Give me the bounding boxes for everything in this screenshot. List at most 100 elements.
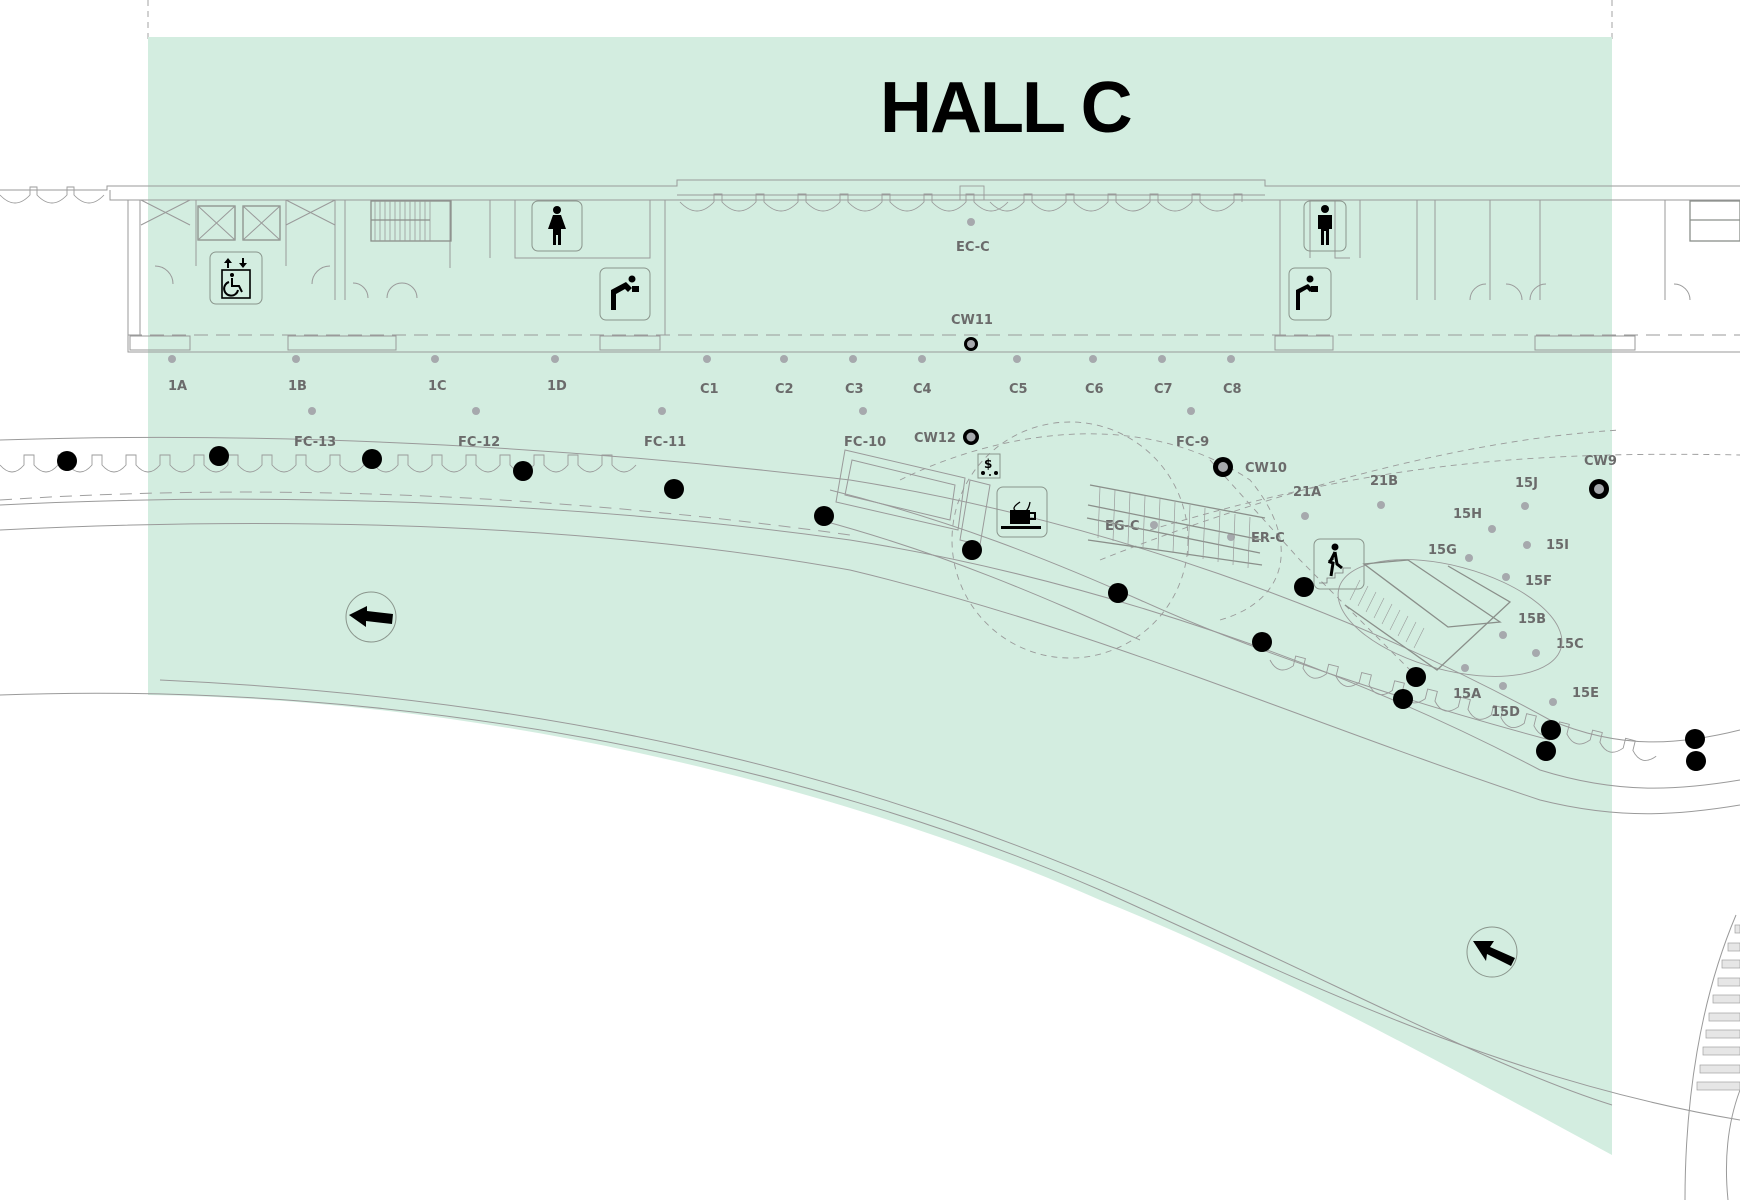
currency-exchange-icon: $	[981, 457, 998, 476]
route-line-4	[1209, 459, 1421, 681]
gate-C8[interactable]: C8	[1223, 355, 1242, 397]
stairs-icon	[1319, 543, 1351, 584]
svg-text:FC-10: FC-10	[844, 435, 886, 450]
svg-text:1D: 1D	[547, 379, 567, 394]
hall-title: HALL C	[880, 68, 1132, 148]
svg-text:C8: C8	[1223, 382, 1242, 397]
gate-1D[interactable]: 1D	[547, 355, 567, 394]
women-restroom-sign[interactable]	[531, 200, 583, 252]
gate-C7[interactable]: C7	[1154, 355, 1173, 397]
svg-text:C2: C2	[775, 382, 794, 397]
svg-text:15C: 15C	[1556, 637, 1584, 652]
crosswalk-CW9[interactable]: CW9	[1584, 454, 1617, 499]
gate-15A[interactable]: 15A	[1453, 664, 1481, 702]
drinking-fountain-sign-right[interactable]	[1288, 267, 1332, 321]
column	[362, 449, 382, 469]
gate-15I[interactable]: 15I	[1523, 538, 1569, 553]
gate-C1[interactable]: C1	[700, 355, 719, 397]
gate-C2[interactable]: C2	[775, 355, 794, 397]
svg-text:C4: C4	[913, 382, 932, 397]
column	[1541, 720, 1561, 740]
gate-FC-13[interactable]: FC-13	[294, 407, 336, 450]
svg-text:CW11: CW11	[951, 313, 993, 328]
svg-text:15E: 15E	[1572, 686, 1599, 701]
crosswalk-CW12[interactable]: CW12	[914, 429, 979, 446]
accessible-elevator-icon	[221, 258, 251, 299]
svg-text:C3: C3	[845, 382, 864, 397]
svg-text:C5: C5	[1009, 382, 1028, 397]
svg-text:FC-13: FC-13	[294, 435, 336, 450]
drinking-fountain-icon	[1296, 275, 1318, 310]
column	[664, 479, 684, 499]
gate-EC-C[interactable]: EC-C	[956, 218, 990, 255]
currency-exchange-sign[interactable]: $	[977, 453, 1001, 479]
svg-text:15I: 15I	[1546, 538, 1569, 553]
gate-1C[interactable]: 1C	[428, 355, 447, 394]
gate-door-row-top	[0, 185, 1243, 212]
coffee-cup-icon	[1001, 501, 1041, 529]
svg-text:15B: 15B	[1518, 612, 1546, 627]
svg-text:ER-C: ER-C	[1251, 531, 1285, 546]
hall-c-zone	[148, 37, 1612, 1155]
gate-1B[interactable]: 1B	[288, 355, 307, 394]
gate-C3[interactable]: C3	[845, 355, 864, 397]
elevator-sign[interactable]	[209, 251, 263, 305]
svg-text:CW12: CW12	[914, 431, 956, 446]
svg-text:15J: 15J	[1515, 476, 1538, 491]
gate-15C[interactable]: 15C	[1532, 637, 1584, 657]
gate-C6[interactable]: C6	[1085, 355, 1104, 397]
svg-text:C6: C6	[1085, 382, 1104, 397]
upper-building	[0, 179, 1740, 353]
svg-text:FC-11: FC-11	[644, 435, 686, 450]
svg-text:15G: 15G	[1428, 543, 1457, 558]
svg-text:CW9: CW9	[1584, 454, 1617, 469]
gate-15D[interactable]: 15D	[1491, 682, 1520, 720]
crosswalk-CW11[interactable]: CW11	[951, 313, 993, 351]
gate-FC-9[interactable]: FC-9	[1176, 407, 1209, 450]
gate-15J[interactable]: 15J	[1515, 476, 1538, 510]
lower-gates: FC-13 FC-12 FC-11 FC-10 FC-9 EG-C ER-C 2…	[294, 407, 1599, 720]
center-shop-block	[835, 421, 1189, 659]
route-line-3	[1099, 429, 1621, 561]
crosswalk-CW10[interactable]: CW10	[1213, 457, 1287, 477]
svg-text:C7: C7	[1154, 382, 1173, 397]
curved-concourse	[0, 436, 1740, 1121]
gate-ER-C[interactable]: ER-C	[1227, 531, 1285, 546]
gate-21B[interactable]: 21B	[1370, 474, 1398, 509]
direction-arrow-northwest	[1466, 926, 1518, 978]
drinking-fountain-sign-left[interactable]	[599, 267, 651, 321]
cafe-sign[interactable]	[996, 486, 1048, 538]
svg-text:15H: 15H	[1453, 507, 1482, 522]
gate-15H[interactable]: 15H	[1453, 507, 1496, 533]
gate-1A[interactable]: 1A	[168, 355, 187, 394]
gate-15G[interactable]: 15G	[1428, 543, 1473, 562]
upper-gates: 1A 1B 1C 1D C1 C2 C3 C4 C5 C6 C7 C8 EC-C	[168, 218, 1242, 397]
gate-C4[interactable]: C4	[913, 355, 932, 397]
column	[513, 461, 533, 481]
column	[814, 506, 834, 526]
direction-arrow-west	[345, 591, 397, 643]
gate-15F[interactable]: 15F	[1502, 573, 1552, 589]
column	[1406, 667, 1426, 687]
svg-text:FC-12: FC-12	[458, 435, 500, 450]
gate-FC-12[interactable]: FC-12	[458, 407, 500, 450]
gate-21A[interactable]: 21A	[1293, 485, 1321, 520]
svg-text:CW10: CW10	[1245, 461, 1287, 476]
svg-text:C1: C1	[700, 382, 719, 397]
gate-C5[interactable]: C5	[1009, 355, 1028, 397]
gate-15E[interactable]: 15E	[1549, 686, 1599, 706]
svg-text:$: $	[984, 457, 992, 471]
column	[1686, 751, 1706, 771]
column	[1294, 577, 1314, 597]
gate-FC-11[interactable]: FC-11	[644, 407, 686, 450]
svg-text:1C: 1C	[428, 379, 447, 394]
svg-text:15F: 15F	[1525, 574, 1552, 589]
gate-15B[interactable]: 15B	[1499, 612, 1546, 639]
gate-FC-10[interactable]: FC-10	[844, 407, 886, 450]
svg-text:FC-9: FC-9	[1176, 435, 1209, 450]
arrow-left-icon	[349, 606, 393, 627]
svg-text:EG-C: EG-C	[1105, 519, 1140, 534]
men-restroom-sign[interactable]	[1303, 200, 1347, 252]
svg-text:15A: 15A	[1453, 687, 1481, 702]
